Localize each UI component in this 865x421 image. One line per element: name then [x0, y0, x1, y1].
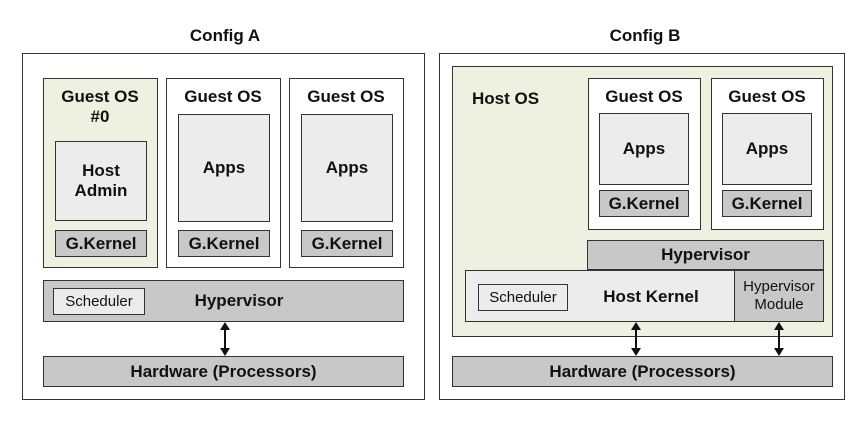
hardware-bar: Hardware (Processors): [43, 356, 404, 387]
guest-os-b1-title: Guest OS: [605, 87, 683, 106]
host-admin-line2: Admin: [74, 181, 128, 200]
hardware-bar: Hardware (Processors): [452, 356, 833, 387]
double-arrow-icon: [631, 322, 641, 356]
g-kernel-box: G.Kernel: [55, 230, 147, 257]
hypervisor-module-line1: Hypervisor: [743, 278, 815, 295]
apps-box: Apps: [301, 114, 393, 222]
g-kernel-box: G.Kernel: [178, 230, 270, 257]
host-admin-box: Host Admin: [55, 141, 147, 221]
hypervisor-bar: Hypervisor: [587, 240, 824, 270]
hypervisor-module-box: Hypervisor Module: [734, 270, 824, 322]
hypervisor-label: Hypervisor: [194, 291, 284, 310]
guest-os-0-title-line1: Guest OS: [61, 87, 139, 106]
apps-box: Apps: [722, 113, 812, 185]
guest-os-b2-title: Guest OS: [728, 87, 806, 106]
config-a-title: Config A: [189, 26, 261, 45]
guest-os-2-title: Guest OS: [307, 87, 385, 106]
config-b-title: Config B: [609, 26, 681, 45]
g-kernel-box: G.Kernel: [599, 190, 689, 217]
guest-os-1-title: Guest OS: [184, 87, 262, 106]
guest-os-0-title-line2: #0: [90, 107, 110, 126]
g-kernel-box: G.Kernel: [301, 230, 393, 257]
host-os-label: Host OS: [472, 89, 540, 108]
guest-os-0-title: Guest OS #0: [44, 87, 156, 127]
hypervisor-bar: Scheduler Hypervisor: [43, 280, 404, 322]
double-arrow-icon: [774, 322, 784, 356]
double-arrow-icon: [220, 322, 230, 356]
g-kernel-box: G.Kernel: [722, 190, 812, 217]
apps-box: Apps: [599, 113, 689, 185]
host-kernel-box: Scheduler Host Kernel: [465, 270, 735, 322]
guest-os-1: Guest OS Apps G.Kernel: [166, 78, 281, 268]
host-admin-line1: Host: [82, 161, 120, 180]
guest-os-b2: Guest OS Apps G.Kernel: [711, 78, 824, 230]
scheduler-box: Scheduler: [53, 288, 145, 315]
guest-os-0: Guest OS #0 Host Admin G.Kernel: [43, 78, 158, 268]
host-kernel-label: Host Kernel: [603, 287, 699, 306]
scheduler-box: Scheduler: [478, 284, 568, 311]
apps-box: Apps: [178, 114, 270, 222]
guest-os-b1: Guest OS Apps G.Kernel: [588, 78, 701, 230]
guest-os-2: Guest OS Apps G.Kernel: [289, 78, 404, 268]
hypervisor-module-line2: Module: [754, 296, 804, 313]
